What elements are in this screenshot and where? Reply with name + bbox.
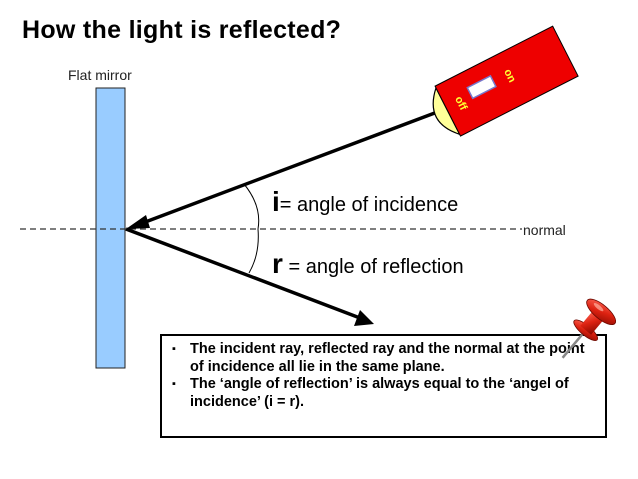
flat-mirror: [95, 87, 126, 369]
incidence-label: i= angle of incidence: [272, 186, 458, 218]
reflected-arrowhead: [354, 310, 374, 326]
note-text: The incident ray, reflected ray and the …: [190, 341, 585, 375]
page-title: How the light is reflected?: [22, 16, 342, 44]
switch-on-label: on: [501, 67, 518, 85]
incidence-angle-arc: [243, 183, 260, 230]
reflection-label: r = angle of reflection: [272, 248, 464, 280]
incidence-text: = angle of incidence: [279, 194, 459, 216]
mirror-label: Flat mirror: [68, 67, 132, 83]
reflected-ray: [125, 227, 361, 320]
list-item: ▪ The ‘angle of reflection’ is always equ…: [170, 376, 595, 411]
incidence-symbol: i: [272, 186, 280, 217]
flashlight-switch: [466, 74, 497, 100]
reflection-symbol: r: [272, 248, 283, 279]
list-item: ▪ The incident ray, reflected ray and the…: [170, 341, 595, 376]
normal-label: normal: [523, 222, 566, 238]
note-text: The ‘angle of reflection’ is always equa…: [190, 376, 569, 410]
bullet-icon: ▪: [172, 343, 176, 355]
bullet-icon: ▪: [172, 378, 176, 390]
incident-ray: [139, 109, 441, 226]
reflection-text: = angle of reflection: [282, 256, 464, 278]
incident-arrowhead: [126, 215, 150, 229]
flashlight: on off: [432, 25, 579, 137]
reflection-angle-arc: [248, 228, 259, 274]
flashlight-body: [434, 25, 579, 137]
switch-off-label: off: [452, 94, 469, 112]
notes-box: ▪ The incident ray, reflected ray and the…: [160, 334, 607, 438]
